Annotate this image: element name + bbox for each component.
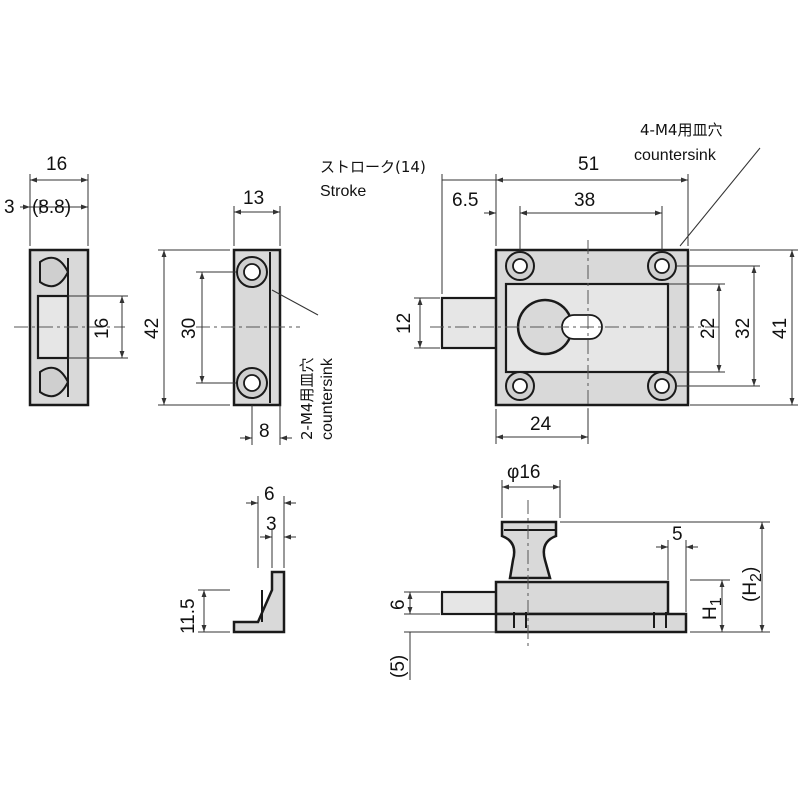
side-countersink-note-en: countersink (319, 357, 336, 440)
side-pitch-label: 30 (179, 318, 200, 339)
h2-label: (H2) (740, 567, 765, 602)
strike-offset-paren-label: (8.8) (32, 197, 71, 218)
end-thickness-label: 3 (266, 514, 277, 535)
bolt-overall-width-label: 51 (578, 154, 599, 175)
end-width-label: 6 (264, 484, 275, 505)
strike-opening-label: 16 (92, 318, 113, 339)
bolt-side-paren5-label: (5) (388, 655, 409, 678)
strike-front-view: 16 3 (8.8) 16 (4, 154, 128, 407)
bolt-countersink-note-jp: 4-M4用皿穴 (640, 121, 722, 139)
bolt-countersink-note-en: countersink (634, 147, 717, 164)
bolt-hole-pitch-label: 38 (574, 190, 595, 211)
stroke-label-jp: ストローク(14) (320, 158, 426, 176)
strike-end-view: 6 3 11.5 (178, 484, 296, 634)
h1-label: H1 (700, 597, 725, 620)
end-height-label: 11.5 (178, 598, 199, 634)
bolt-offset-label: 6.5 (452, 190, 478, 211)
bolt-inner-height-label: 22 (698, 318, 719, 339)
bolt-side-dim5-label: 5 (672, 524, 683, 545)
bolt-hole-pitch-y-label: 32 (733, 318, 754, 339)
side-depth-label: 8 (259, 421, 270, 442)
strike-width-label: 16 (46, 154, 67, 175)
stroke-label-en: Stroke (320, 183, 366, 200)
strike-side-view: 13 42 30 8 2-M4用皿穴 countersink (142, 188, 336, 445)
bolt-side-view: φ16 5 6 (5) H1 (H2) (388, 462, 770, 680)
bolt-side-height-label: 6 (388, 599, 409, 610)
bolt-top-view: ストローク(14) Stroke 51 6.5 38 12 22 32 41 (320, 121, 798, 444)
side-countersink-note-jp: 2-M4用皿穴 (298, 358, 316, 440)
side-width-label: 13 (243, 188, 264, 209)
bolt-body-height-label: 41 (770, 318, 791, 339)
strike-offset-label: 3 (4, 197, 15, 218)
knob-diameter-label: φ16 (507, 462, 540, 483)
bolt-knob-offset-label: 24 (530, 414, 552, 435)
side-height-label: 42 (142, 318, 163, 339)
bolt-height-label: 12 (394, 313, 415, 334)
